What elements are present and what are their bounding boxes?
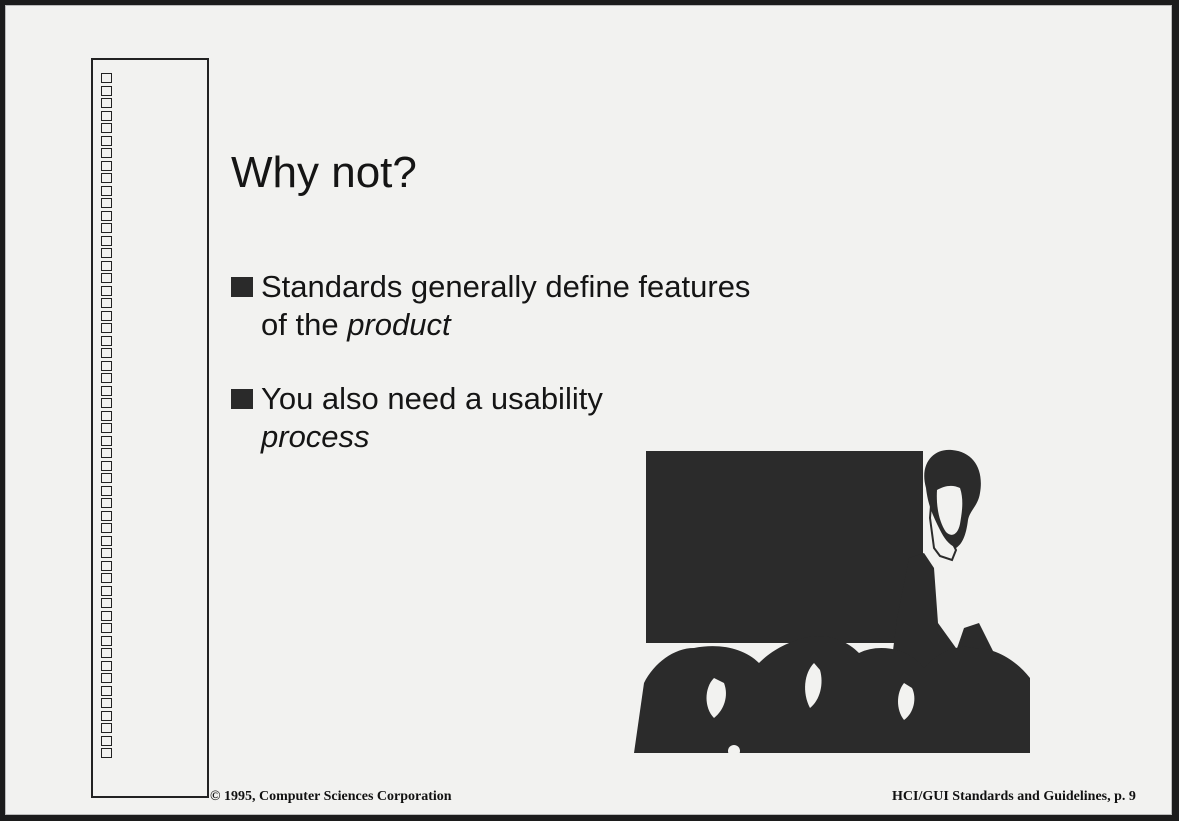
film-hole-icon (101, 135, 112, 146)
presenter-at-blackboard-clipart (634, 449, 1030, 753)
film-hole-icon (101, 110, 112, 121)
film-hole-icon (101, 210, 112, 221)
bullet-text: You also need a usability (261, 381, 603, 416)
film-hole-icon (101, 523, 112, 533)
film-hole-icon (101, 348, 112, 358)
film-hole-icon (101, 435, 112, 446)
film-hole-icon (101, 298, 112, 308)
film-hole-icon (101, 323, 112, 333)
film-hole-icon (101, 373, 112, 383)
film-hole-icon (101, 473, 112, 483)
film-hole-icon (101, 448, 112, 458)
bullet-continuation-plain: of the (261, 307, 348, 342)
film-hole-icon (101, 573, 112, 583)
film-hole-icon (101, 273, 112, 283)
film-hole-icon (101, 560, 112, 571)
page-footer: HCI/GUI Standards and Guidelines, p. 9 (892, 789, 1136, 804)
film-hole-icon (101, 598, 112, 608)
bullet-continuation: process (261, 418, 603, 456)
film-strip-holes (101, 73, 115, 761)
film-hole-icon (101, 260, 112, 271)
film-hole-icon (101, 73, 112, 83)
film-hole-icon (101, 410, 112, 421)
film-hole-icon (101, 235, 112, 246)
audience-silhouettes (634, 636, 1030, 753)
film-hole-icon (101, 635, 112, 646)
film-hole-icon (101, 248, 112, 258)
film-hole-icon (101, 123, 112, 133)
bullet-continuation: of the product (261, 306, 750, 344)
bullet-item-1: Standards generally define features of t… (231, 268, 750, 344)
film-hole-icon (101, 660, 112, 671)
film-hole-icon (101, 485, 112, 496)
square-bullet-icon (231, 277, 253, 297)
film-hole-icon (101, 510, 112, 521)
film-hole-icon (101, 385, 112, 396)
film-hole-icon (101, 310, 112, 321)
film-hole-icon (101, 423, 112, 433)
film-hole-icon (101, 710, 112, 721)
film-hole-icon (101, 198, 112, 208)
bullet-continuation-italic: product (347, 307, 451, 342)
film-hole-icon (101, 748, 112, 758)
film-hole-icon (101, 160, 112, 171)
film-hole-icon (101, 610, 112, 621)
film-hole-icon (101, 698, 112, 708)
film-hole-icon (101, 98, 112, 108)
film-hole-icon (101, 148, 112, 158)
film-hole-icon (101, 735, 112, 746)
film-hole-icon (101, 498, 112, 508)
copyright-footer: © 1995, Computer Sciences Corporation (210, 789, 452, 804)
film-hole-icon (101, 723, 112, 733)
bullet-continuation-italic: process (261, 419, 370, 454)
film-hole-icon (101, 460, 112, 471)
film-strip-border (91, 58, 209, 798)
square-bullet-icon (231, 389, 253, 409)
film-hole-icon (101, 535, 112, 546)
film-hole-icon (101, 360, 112, 371)
film-hole-icon (101, 623, 112, 633)
slide: Why not? Standards generally define feat… (5, 5, 1172, 815)
film-hole-icon (101, 398, 112, 408)
film-hole-icon (101, 673, 112, 683)
film-hole-icon (101, 223, 112, 233)
bullet-text: Standards generally define features (261, 269, 751, 304)
film-hole-icon (101, 173, 112, 183)
slide-title: Why not? (231, 148, 417, 197)
film-hole-icon (101, 585, 112, 596)
film-hole-icon (101, 335, 112, 346)
film-hole-icon (101, 85, 112, 96)
film-hole-icon (101, 185, 112, 196)
blackboard (646, 451, 923, 643)
bullet-item-2: You also need a usability process (231, 380, 603, 456)
film-hole-icon (101, 548, 112, 558)
film-hole-icon (101, 285, 112, 296)
film-hole-icon (101, 685, 112, 696)
film-hole-icon (101, 648, 112, 658)
